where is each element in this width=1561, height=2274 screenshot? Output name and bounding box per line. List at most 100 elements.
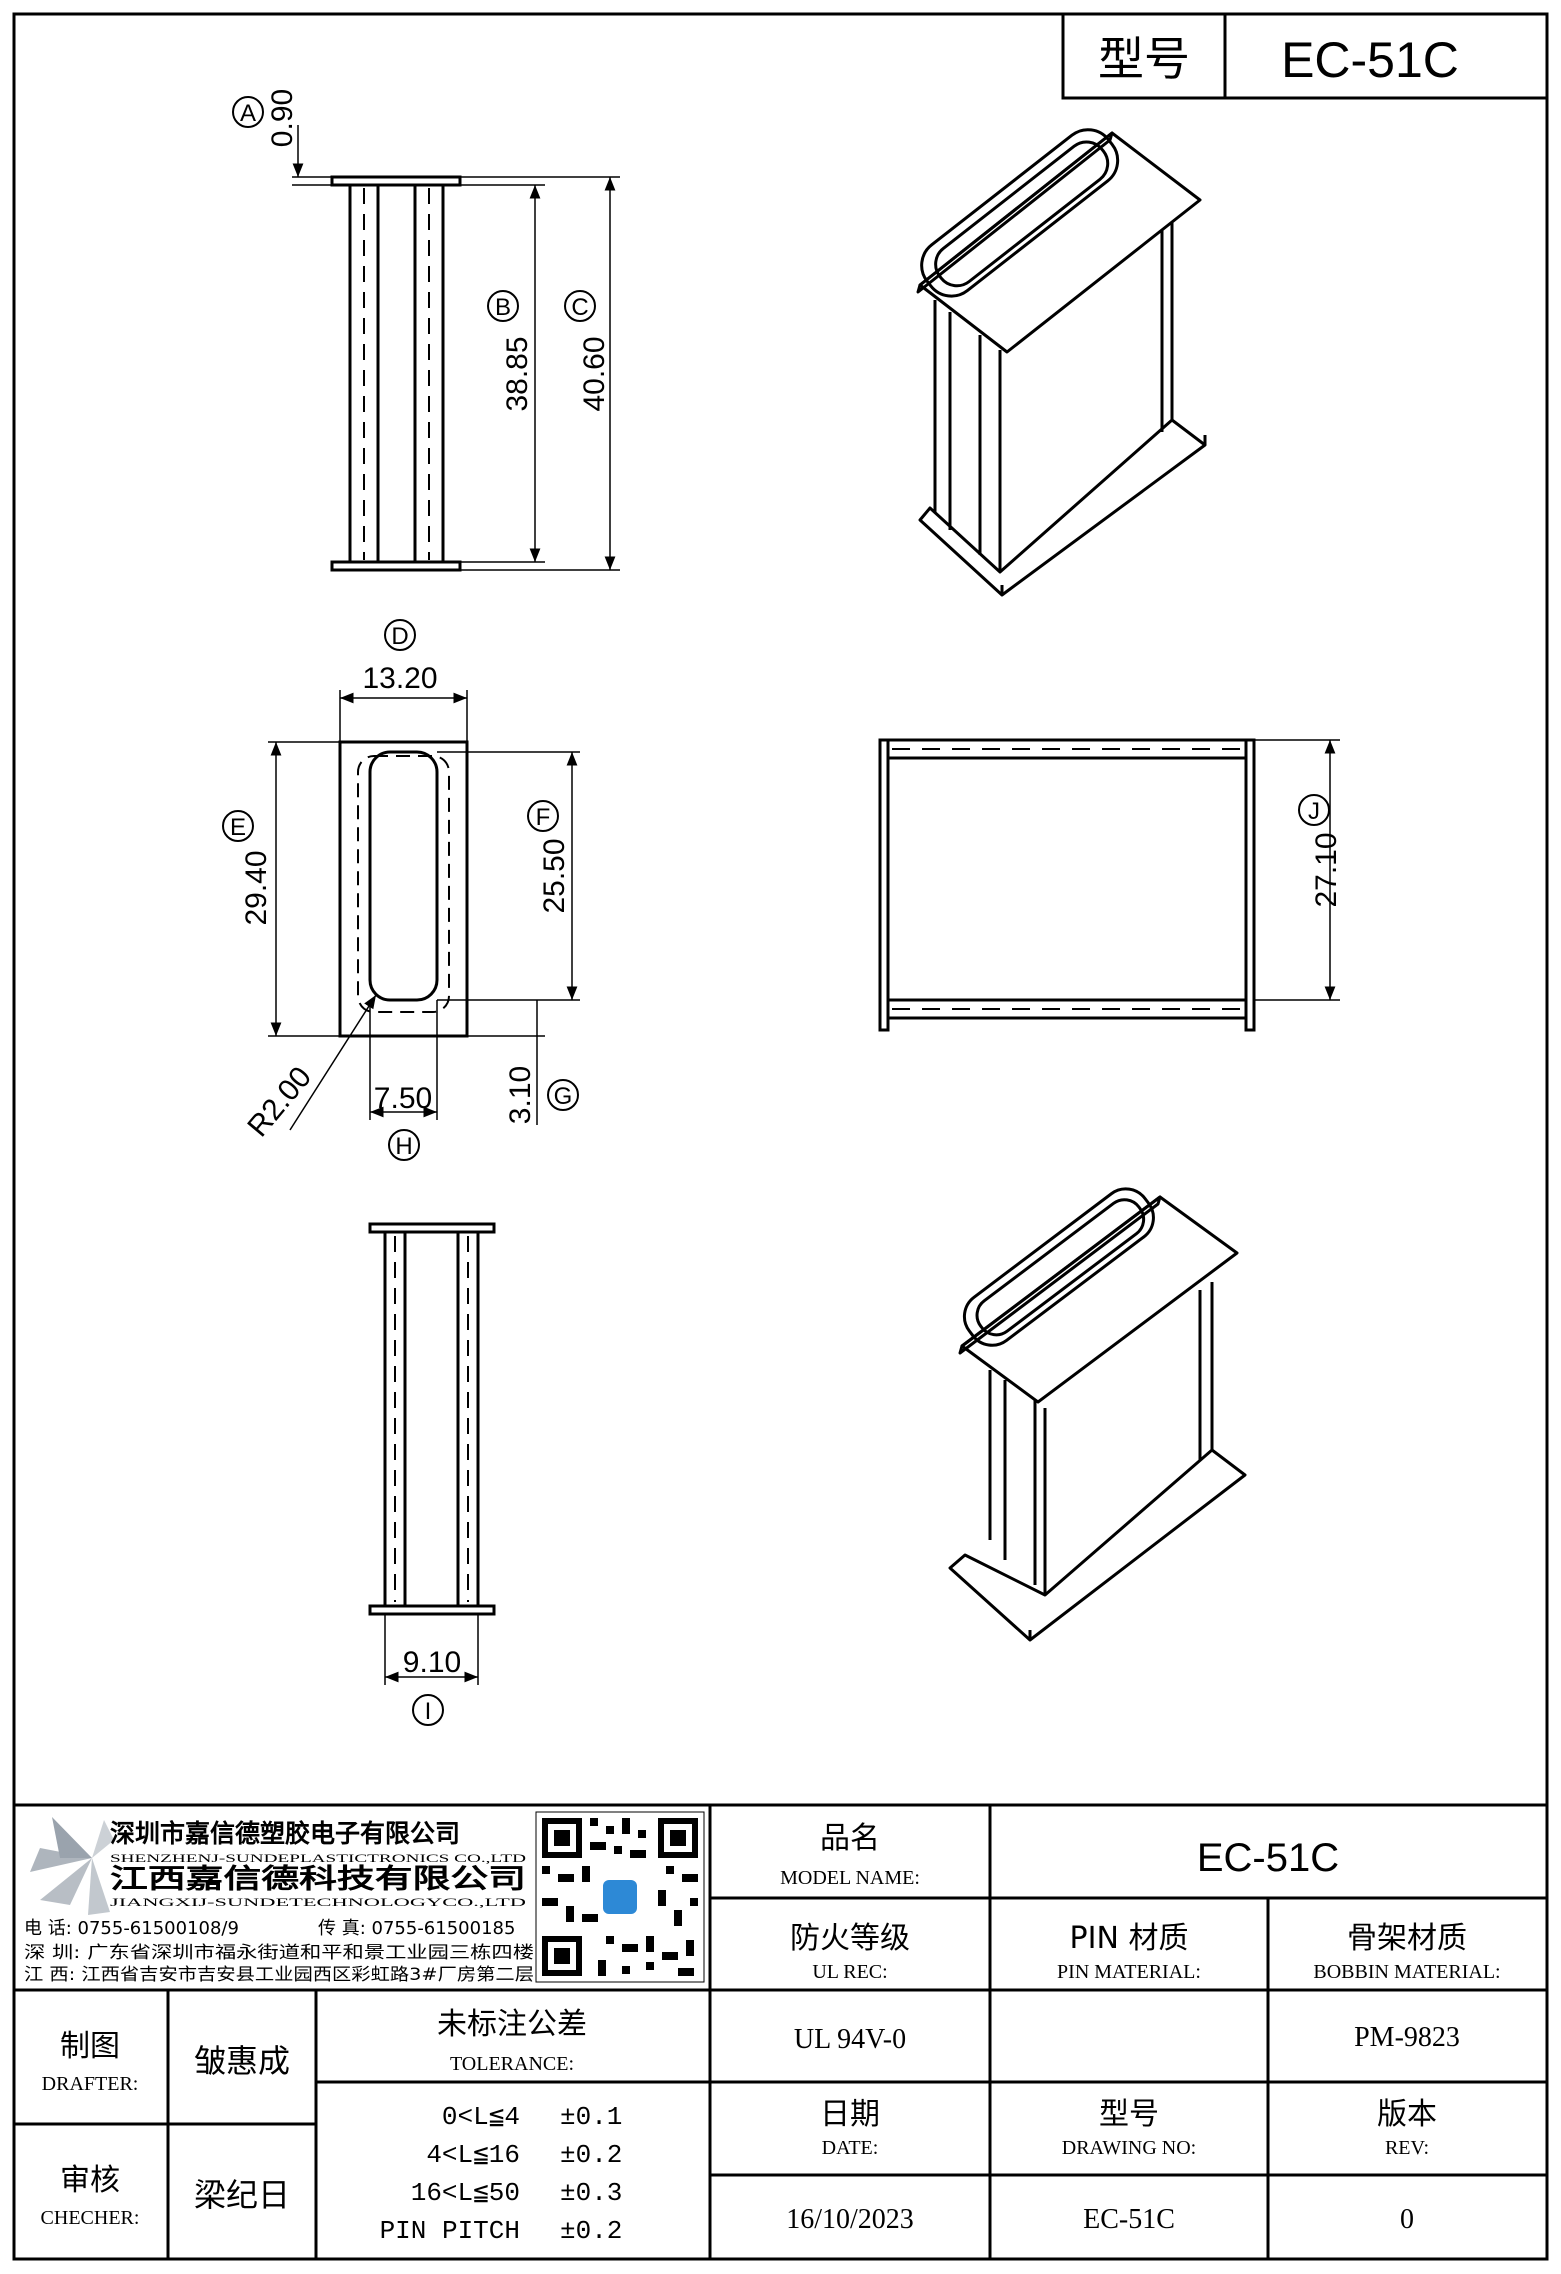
company-phone: 电 话: 0755-61500108/9 [24,1918,239,1939]
dim-a-letter: A [240,100,256,127]
dim-e: E 29.40 [222,810,273,926]
company-name-en-2: JIANGXIJ-SUNDETECHNOLOGYCO.,LTD [110,1895,527,1909]
rev-cell: 版本 REV: 0 [1377,2097,1437,2235]
side-view-top [292,125,620,572]
dim-h-letter: H [395,1133,412,1160]
model-name-label-en: MODEL NAME: [780,1867,920,1889]
drafter-label-cn: 制图 [60,2029,120,2064]
ul-cell: 防火等级 UL REC: UL 94V-0 [790,1921,910,2055]
dim-g-value: 3.10 [504,1066,537,1124]
pin-material-label-cn: PIN 材质 [1070,1921,1189,1956]
side-view-bottom [368,1222,496,1685]
drawing-no-cell: 型号 DRAWING NO: EC-51C [1062,2097,1197,2235]
tolerance-range: 0<L≦4 [442,2102,520,2132]
tolerance-value: ±0.3 [560,2178,622,2208]
qr-code-icon [535,1811,705,1983]
company-name-cn-1: 深圳市嘉信德塑胶电子有限公司 [110,1819,460,1848]
dim-j-letter: J [1308,798,1320,825]
dim-c-value: 40.60 [578,336,611,411]
tolerance-value: ±0.1 [560,2102,622,2132]
company-fax: 传 真: 0755-61500185 [318,1918,515,1939]
dim-h-value: 7.50 [374,1082,432,1115]
ul-label-cn: 防火等级 [790,1921,910,1956]
title-block [14,1803,1547,2259]
isometric-view-bottom [948,1187,1247,1642]
pin-material-label-en: PIN MATERIAL: [1057,1961,1201,1983]
bobbin-material-cell: 骨架材质 BOBBIN MATERIAL: PM-9823 [1313,1921,1500,2053]
dim-j-value: 27.10 [1310,832,1343,907]
dim-f-letter: F [536,804,551,831]
company-address-shenzhen: 深 圳: 广东省深圳市福永街道和平和景工业园三栋四楼 [24,1943,534,1963]
dim-e-value: 29.40 [240,850,273,925]
dim-f: F 25.50 [527,800,571,914]
dim-d-letter: D [391,623,408,650]
front-view [878,738,1340,1032]
checker-name: 梁纪日 [194,2176,290,2214]
dim-e-letter: E [230,814,246,841]
tolerance-value: ±0.2 [560,2140,622,2170]
dim-d-value: 13.20 [362,662,437,695]
company-name-en-1: SHENZHENJ-SUNDEPLASTICTRONICS CO.,LTD [110,1851,527,1865]
dim-c: C 40.60 [564,290,611,412]
dim-a: A 0.90 [232,89,299,147]
dim-g: G 3.10 [504,1066,579,1124]
rev-value: 0 [1400,2204,1414,2235]
bobbin-material-label-en: BOBBIN MATERIAL: [1313,1961,1500,1983]
checker-label-cn: 审核 [60,2163,120,2198]
dim-i: 9.10 I [403,1646,461,1726]
tolerance-label-en: TOLERANCE: [450,2053,574,2075]
date-label-en: DATE: [822,2137,879,2159]
rev-label-cn: 版本 [1377,2097,1437,2132]
checker-label-en: CHECHER: [41,2207,140,2229]
model-name-cell: 品名 MODEL NAME: EC-51C [780,1821,1339,1889]
tolerance-range: PIN PITCH [380,2216,520,2246]
dim-i-letter: I [425,1698,432,1725]
dim-d: D 13.20 [362,619,438,695]
header-model-value: EC-51C [1281,32,1459,88]
pin-material-cell: PIN 材质 PIN MATERIAL: [1057,1921,1201,1983]
dim-h: 7.50 H [374,1082,432,1161]
model-name-label-cn: 品名 [820,1821,880,1856]
checker-cell: 审核 CHECHER: 梁纪日 [41,2163,290,2229]
rev-label-en: REV: [1385,2137,1429,2159]
top-view [268,690,580,1131]
company-name-cn-2: 江西嘉信德科技有限公司 [110,1864,526,1895]
company-logo-icon [30,1817,114,1915]
dim-f-value: 25.50 [538,838,571,913]
dim-g-letter: G [554,1083,573,1110]
ul-value: UL 94V-0 [794,2024,906,2055]
dim-i-value: 9.10 [403,1646,461,1679]
dim-j: J 27.10 [1298,794,1343,908]
dim-b-value: 38.85 [501,336,534,411]
isometric-view-top [916,128,1207,597]
tolerance-value: ±0.2 [560,2216,622,2246]
bobbin-material-label-cn: 骨架材质 [1347,1921,1467,1956]
tolerance-cell: 未标注公差 TOLERANCE: 0<L≦4 ±0.1 4<L≦16 ±0.2 … [380,2007,623,2246]
header-model-box: 型号 EC-51C [1061,12,1549,100]
drawing-no-label-cn: 型号 [1099,2097,1159,2132]
model-name-value: EC-51C [1197,1836,1339,1880]
dim-radius-value: R2.00 [241,1061,318,1144]
bobbin-material-value: PM-9823 [1354,2022,1460,2053]
date-cell: 日期 DATE: 16/10/2023 [786,2097,914,2235]
tolerance-label-cn: 未标注公差 [437,2007,587,2042]
dim-b: B 38.85 [487,290,534,412]
ul-label-en: UL REC: [812,1961,887,1983]
dim-c-letter: C [571,294,588,321]
dim-a-value: 0.90 [266,89,299,147]
drafter-cell: 制图 DRAFTER: 皱惠成 [42,2029,290,2095]
drafter-name: 皱惠成 [194,2042,290,2080]
drawing-no-value: EC-51C [1083,2204,1175,2235]
drawing-no-label-en: DRAWING NO: [1062,2137,1197,2159]
sheet-border [12,12,1549,2261]
dim-radius: R2.00 [241,1061,318,1144]
header-model-label: 型号 [1098,32,1190,86]
tolerance-range: 4<L≦16 [426,2140,520,2170]
dim-b-letter: B [495,294,511,321]
drafter-label-en: DRAFTER: [42,2073,139,2095]
company-address-jiangxi: 江 西: 江西省吉安市吉安县工业园西区彩虹路3#厂房第二层 [24,1965,534,1985]
date-label-cn: 日期 [820,2097,880,2132]
date-value: 16/10/2023 [786,2204,914,2235]
tolerance-range: 16<L≦50 [411,2178,520,2208]
